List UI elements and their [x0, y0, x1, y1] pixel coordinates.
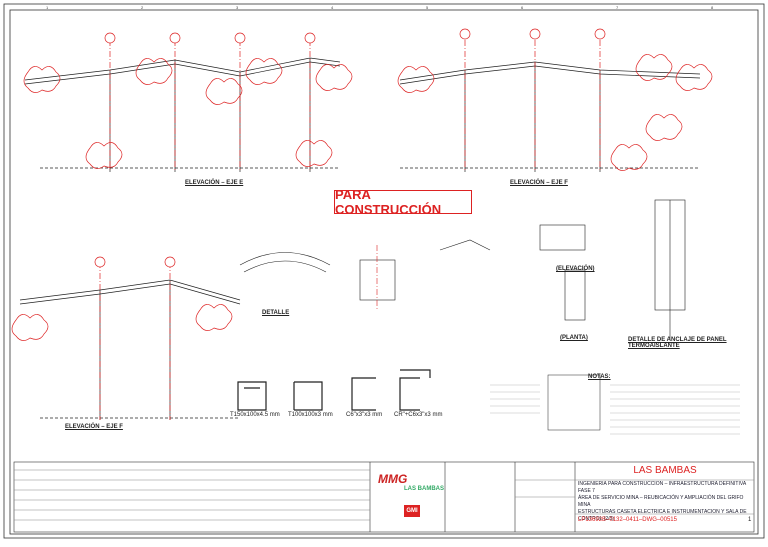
profile-label-1: T150x100x4.5 mm — [230, 412, 280, 418]
view-title-elevacion: (ELEVACIÓN) — [556, 266, 595, 272]
elevation-e — [23, 32, 353, 172]
revision-number: 1 — [748, 517, 752, 523]
grid-number: 4 — [331, 5, 334, 10]
profile-label-4: CR"+C6x3"x3 mm — [394, 412, 443, 418]
profile-sections — [237, 369, 431, 411]
view-title-elev-e: ELEVACIÓN – EJE E — [185, 180, 244, 186]
title-block-frame — [13, 461, 755, 533]
grid-number: 5 — [426, 5, 429, 10]
view-title-detail: DETALLE — [262, 310, 290, 316]
mmg-logo: MMG — [378, 472, 408, 486]
grid-number: 3 — [236, 5, 239, 10]
las-bambas-logo: LAS BAMBAS — [404, 486, 444, 492]
middle-details — [239, 199, 686, 340]
view-title-elev-f-bottom: ELEVACIÓN – EJE F — [65, 424, 123, 430]
title-line: INGENIERIA PARA CONSTRUCCION – INFRAESTR… — [578, 481, 746, 494]
title-line: ÁREA DE SERVICIO MINA – REUBICACIÓN Y AM… — [578, 495, 744, 508]
grid-reference-labels: 1 2 3 4 5 6 7 8 — [46, 5, 714, 10]
elevation-f-bottom — [11, 256, 241, 420]
profile-label-3: C6"x3"x3 mm — [346, 412, 383, 418]
notes-title: NOTAS: — [588, 374, 611, 380]
drawing-number: LP13692B–0132–0411–DWG–00515 — [578, 517, 677, 523]
grid-number: 6 — [521, 5, 524, 10]
gmi-logo: GMI — [404, 505, 420, 517]
view-title-anclaje: DETALLE DE ANCLAJE DE PANEL TERMOAISLANT… — [628, 337, 727, 349]
view-title-planta: (PLANTA) — [560, 335, 588, 341]
grid-number: 1 — [46, 5, 49, 10]
elevation-f-top — [397, 28, 713, 172]
grid-number: 8 — [711, 5, 714, 10]
profile-label-2: T100x100x3 mm — [288, 412, 333, 418]
client-name: LAS BAMBAS — [633, 465, 697, 476]
grid-number: 7 — [616, 5, 619, 10]
view-title-elev-f: ELEVACIÓN – EJE F — [510, 180, 568, 186]
grid-number: 2 — [141, 5, 144, 10]
legend-area — [490, 374, 740, 435]
para-construccion-stamp: PARA CONSTRUCCIÓN — [334, 187, 472, 217]
title-line: ESTRUCTURAS CASETA ELECTRICA E INSTRUMEN… — [578, 509, 747, 522]
drawing-title: INGENIERIA PARA CONSTRUCCION – INFRAESTR… — [578, 481, 748, 523]
